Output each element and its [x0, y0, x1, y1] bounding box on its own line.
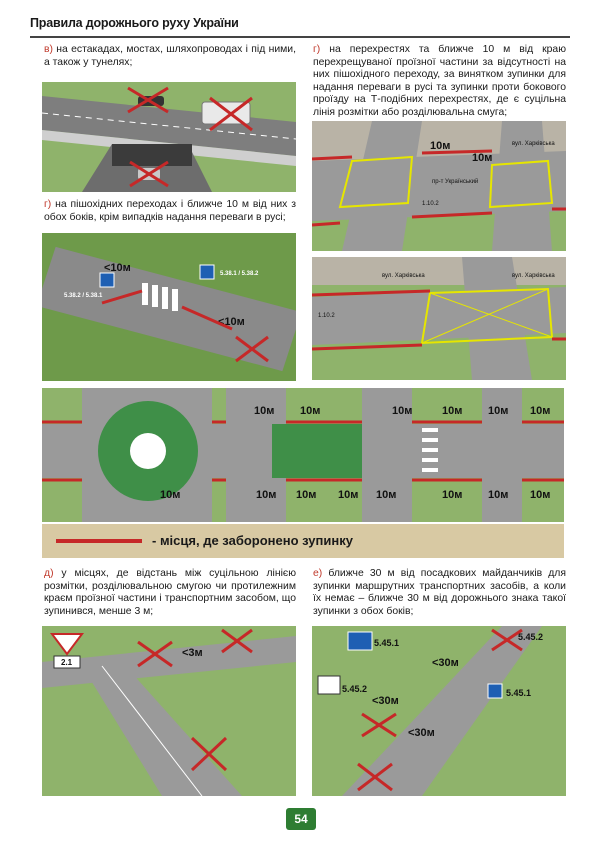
bridge-tunnel-illustration: [42, 82, 296, 192]
bus-stop-svg: 5.45.1 5.45.2 5.45.2 5.45.1 <30м <30м <3…: [312, 626, 566, 796]
panorama-label-10: 10м: [338, 489, 358, 501]
panorama-label-3: 10м: [392, 405, 412, 417]
intersection-top-street-a: пр-т Український: [432, 178, 478, 185]
narrow-lane-svg: 2.1 <3м: [42, 626, 296, 796]
panorama-label-7: 10м: [160, 489, 180, 501]
rule-g1-label: г): [313, 44, 321, 55]
intersection-bottom-svg: 1.10.2 вул. Харківська вул. Харківська: [312, 257, 566, 380]
panorama-label-11: 10м: [376, 489, 396, 501]
rule-g-crosswalk-text: г) на пішохідних переходах і ближче 10 м…: [44, 199, 296, 224]
bus-stop-illustration: 5.45.1 5.45.2 5.45.2 5.45.1 <30м <30м <3…: [312, 626, 566, 796]
rule-g2-body: на пішохідних переходах і ближче 10 м ві…: [44, 199, 296, 223]
legend-text: - місця, де заборонено зупинку: [152, 533, 353, 548]
header-divider: [30, 36, 570, 38]
rule-e-body: ближче 30 м від посадкових майданчиків д…: [313, 568, 566, 617]
intersection-top-street-b: вул. Харківська: [512, 141, 555, 147]
bus-stop-dist-2: <30м: [372, 695, 399, 707]
rule-d-body: у місцях, де відстань між суцільною ліні…: [44, 568, 296, 617]
panorama-label-12: 10м: [442, 489, 462, 501]
intersection-top-svg: 10м 10м пр-т Український вул. Харківська…: [312, 121, 566, 251]
legend-forbidden-line: [56, 539, 142, 543]
page-number: 54: [286, 808, 316, 830]
page-header: Правила дорожнього руху України: [30, 16, 239, 30]
crosswalk-svg: 5.38.2 / 5.38.1 5.38.1 / 5.38.2 <10м <10…: [42, 233, 296, 381]
panorama-label-6: 10м: [530, 405, 550, 417]
intersection-bottom-marking: 1.10.2: [318, 313, 335, 319]
bus-stop-dist-3: <30м: [408, 727, 435, 739]
rule-v-label: в): [44, 44, 53, 55]
legend: - місця, де заборонено зупинку: [42, 524, 564, 558]
bus-stop-sign-4: 5.45.1: [506, 688, 531, 698]
panorama-label-8: 10м: [256, 489, 276, 501]
crosswalk-sign-a: 5.38.2 / 5.38.1: [64, 293, 103, 299]
bus-stop-sign-3: 5.45.2: [518, 632, 543, 642]
panorama-label-9: 10м: [296, 489, 316, 501]
rule-g2-label: г): [44, 199, 52, 210]
panorama-label-2: 10м: [300, 405, 320, 417]
panorama-label-13: 10м: [488, 489, 508, 501]
intersection-top-dist-1: 10м: [430, 140, 450, 152]
bus-stop-sign-2: 5.45.2: [342, 684, 367, 694]
intersection-top-dist-2: 10м: [472, 152, 492, 164]
narrow-sign: 2.1: [61, 658, 73, 667]
crosswalk-dist-left: <10м: [104, 262, 131, 274]
intersection-top-illustration: 10м 10м пр-т Український вул. Харківська…: [312, 121, 566, 251]
rule-g-intersection-text: г) на перехрестях та ближче 10 м від кра…: [313, 44, 566, 120]
rule-e-label: е): [313, 568, 323, 579]
intersection-bottom-illustration: 1.10.2 вул. Харківська вул. Харківська: [312, 257, 566, 380]
bridge-tunnel-svg: [42, 82, 296, 192]
rule-d-text: д) у місцях, де відстань між суцільною л…: [44, 568, 296, 618]
panorama-label-4: 10м: [442, 405, 462, 417]
crosswalk-illustration: 5.38.2 / 5.38.1 5.38.1 / 5.38.2 <10м <10…: [42, 233, 296, 381]
intersection-top-marking: 1.10.2: [422, 201, 439, 207]
rule-v-body: на естакадах, мостах, шляхопроводах і пі…: [44, 44, 296, 68]
bus-stop-dist-1: <30м: [432, 657, 459, 669]
rule-d-label: д): [44, 568, 54, 579]
panorama-svg: 10м 10м 10м 10м 10м 10м 10м 10м 10м 10м …: [42, 388, 564, 522]
narrow-lane-illustration: 2.1 <3м: [42, 626, 296, 796]
rule-e-text: е) ближче 30 м від посадкових майданчикі…: [313, 568, 566, 618]
panorama-label-14: 10м: [530, 489, 550, 501]
rule-v-text: в) на естакадах, мостах, шляхопроводах і…: [44, 44, 296, 69]
narrow-dist: <3м: [182, 647, 203, 659]
intersection-bottom-street-a: вул. Харківська: [382, 273, 425, 279]
rule-g1-body: на перехрестях та ближче 10 м від краю п…: [313, 44, 566, 118]
forbidden-zones-panorama: 10м 10м 10м 10м 10м 10м 10м 10м 10м 10м …: [42, 388, 564, 522]
crosswalk-sign-b: 5.38.1 / 5.38.2: [220, 271, 259, 277]
bus-stop-sign-1: 5.45.1: [374, 638, 399, 648]
intersection-bottom-street-b: вул. Харківська: [512, 273, 555, 279]
panorama-label-1: 10м: [254, 405, 274, 417]
panorama-label-5: 10м: [488, 405, 508, 417]
